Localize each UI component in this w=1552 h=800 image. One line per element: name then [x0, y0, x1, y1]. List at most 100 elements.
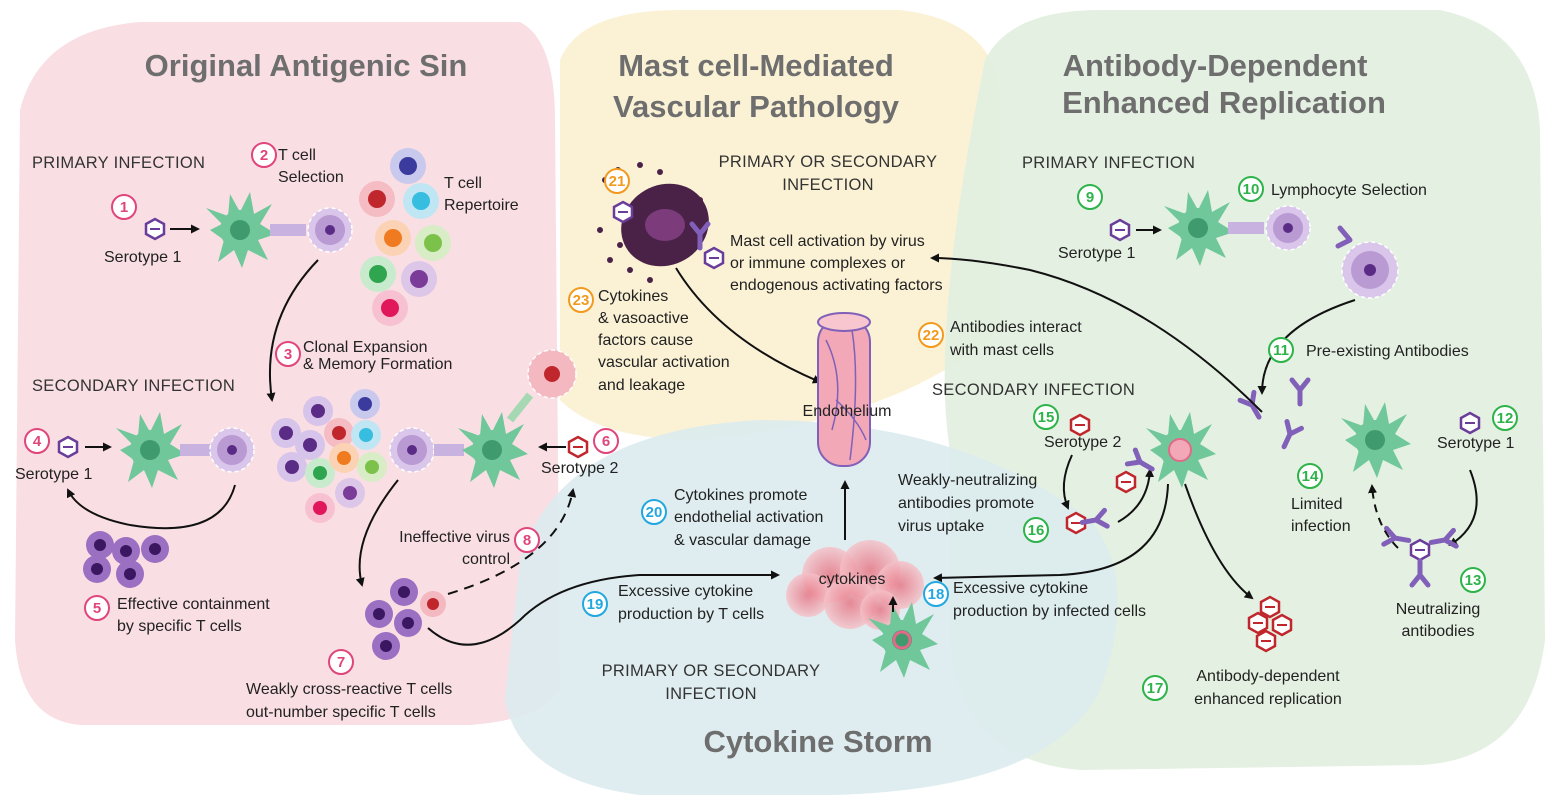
cytokines-label: cytokines — [819, 571, 886, 588]
header-secondary-infection-right: SECONDARY INFECTION — [932, 381, 1135, 399]
cytokines-promote-label: Cytokines promote — [674, 487, 807, 504]
step-13: 13 — [1460, 567, 1486, 593]
t-cell-repertoire — [359, 148, 451, 326]
repertoire-label: Repertoire — [444, 197, 519, 214]
header-secondary-infection-left: SECONDARY INFECTION — [32, 377, 235, 395]
header-storm-infection-line1: PRIMARY OR SECONDARY — [602, 662, 821, 680]
dashed-arrow — [447, 488, 577, 595]
arrow — [1448, 469, 1478, 547]
step-6: 6 — [593, 428, 619, 454]
step-17: 17 — [1142, 675, 1168, 701]
excessive-t-label: production by T cells — [618, 606, 764, 623]
svg-text:20: 20 — [646, 504, 663, 521]
preexisting-antibodies-label: Pre-existing Antibodies — [1306, 343, 1469, 360]
cytokines-vasoactive-label: and leakage — [598, 377, 685, 394]
step-21: 21 — [604, 168, 630, 194]
excessive-infected-label: Excessive cytokine — [953, 580, 1088, 597]
header-primary-infection-left: PRIMARY INFECTION — [32, 154, 205, 172]
svg-text:14: 14 — [1302, 468, 1319, 485]
step-23: 23 — [568, 287, 594, 313]
arrow — [266, 259, 319, 402]
svg-text:10: 10 — [1243, 181, 1260, 198]
step-9: 9 — [1077, 184, 1103, 210]
svg-text:19: 19 — [587, 596, 604, 613]
weakly-neutralizing-label: Weakly-neutralizing — [898, 472, 1037, 489]
arrow — [675, 267, 822, 384]
step-8: 8 — [514, 527, 540, 553]
svg-text:6: 6 — [602, 433, 610, 450]
svg-text:22: 22 — [923, 327, 940, 344]
containment-label: Effective containment — [117, 596, 270, 613]
arrow — [66, 484, 236, 530]
t-cell — [209, 427, 255, 473]
title-mast-cell-line2: Vascular Pathology — [613, 89, 900, 124]
step-11: 11 — [1268, 337, 1294, 363]
header-mast-infection-line2: INFECTION — [782, 176, 874, 194]
virus-icon — [612, 200, 634, 224]
svg-text:9: 9 — [1086, 189, 1094, 206]
containment-label: by specific T cells — [117, 618, 242, 635]
limited-infection-label: infection — [1291, 518, 1351, 535]
cross-reactive-t-cells — [365, 578, 446, 660]
step-20: 20 — [641, 499, 667, 525]
step-22: 22 — [918, 322, 944, 348]
svg-text:3: 3 — [284, 346, 292, 363]
svg-text:5: 5 — [93, 600, 101, 617]
step-18: 18 — [923, 581, 949, 607]
serotype-label: Serotype 1 — [1058, 245, 1135, 262]
svg-text:17: 17 — [1147, 680, 1164, 697]
b-cell — [1265, 205, 1311, 251]
step-10: 10 — [1238, 176, 1264, 202]
svg-text:4: 4 — [33, 433, 42, 450]
cytokines-promote-label: & vascular damage — [674, 532, 811, 549]
arrow — [933, 483, 1169, 583]
antibodies-mast-label: with mast cells — [949, 342, 1054, 359]
weakly-cross-reactive-label: out-number specific T cells — [246, 704, 436, 721]
arrow — [427, 570, 780, 646]
svg-text:12: 12 — [1497, 410, 1514, 427]
tcell-selection-label: T cell — [278, 147, 316, 164]
synapse — [434, 444, 464, 456]
svg-text:18: 18 — [928, 586, 945, 603]
svg-text:16: 16 — [1028, 522, 1045, 539]
limited-infection-label: Limited — [1291, 496, 1343, 513]
step-4: 4 — [24, 428, 50, 454]
clonal-expansion-label: & Memory Formation — [303, 356, 452, 373]
step-14: 14 — [1297, 463, 1323, 489]
serotype-label: Serotype 2 — [541, 460, 618, 477]
serotype-label: Serotype 1 — [1437, 435, 1514, 452]
repertoire-label: T cell — [444, 175, 482, 192]
excessive-t-label: Excessive cytokine — [618, 583, 753, 600]
virus-icon — [1069, 413, 1091, 437]
header-storm-infection-line2: INFECTION — [665, 685, 757, 703]
ineffective-label: control — [462, 551, 510, 568]
infection-marker — [1168, 438, 1192, 462]
arrow — [355, 479, 399, 587]
arrow — [1184, 483, 1254, 600]
step-1: 1 — [111, 194, 137, 220]
virus-icon — [1109, 218, 1131, 242]
step-16: 16 — [1023, 517, 1049, 543]
arrow — [1117, 468, 1155, 523]
title-ade-line1: Antibody-Dependent — [1063, 48, 1368, 83]
cytokines-vasoactive-label: & vasoactive — [598, 310, 689, 327]
cytokines-vasoactive-label: vascular activation — [598, 354, 730, 371]
svg-text:23: 23 — [573, 292, 590, 309]
svg-text:15: 15 — [1038, 409, 1055, 426]
expanding-t-cell — [506, 349, 577, 423]
weakly-neutralizing-label: antibodies promote — [898, 495, 1034, 512]
title-mast-cell-line1: Mast cell-Mediated — [618, 48, 894, 83]
expanded-t-cell-clones — [271, 389, 387, 523]
region-mast-cell — [560, 10, 1000, 440]
virus-icon — [1115, 470, 1137, 494]
step-15: 15 — [1033, 404, 1059, 430]
clonal-expansion-label: Clonal Expansion — [303, 339, 428, 356]
ade-label: Antibody-dependent — [1196, 668, 1340, 685]
t-cell — [389, 427, 435, 473]
virus-icon — [144, 217, 166, 241]
neutralizing-label: antibodies — [1402, 623, 1475, 640]
step-3: 3 — [275, 341, 301, 367]
specific-t-cells — [83, 531, 169, 588]
svg-text:11: 11 — [1273, 342, 1289, 359]
